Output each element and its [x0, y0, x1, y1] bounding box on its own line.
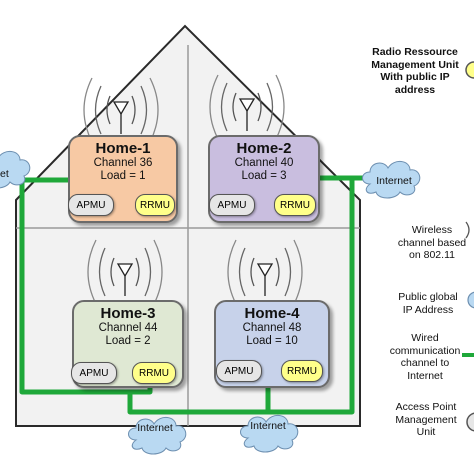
channel-label: Channel 44: [98, 322, 158, 334]
rrmu-badge: RRMU: [132, 362, 176, 384]
home-title: Home-1: [95, 140, 151, 157]
legend-apmu-description: Access Point Management Unit: [395, 401, 457, 438]
channel-label: Channel 48: [242, 322, 302, 334]
legend-wired-description: Wired communication channel to Internet: [389, 332, 461, 382]
legend-apmu-symbol-icon: [466, 412, 474, 432]
load-label: Load = 1: [100, 170, 146, 182]
home-title: Home-4: [244, 305, 300, 322]
legend-rrmu-description: Radio Ressource Management Unit With pub…: [371, 46, 459, 96]
legend-public-ip-symbol-icon: [467, 291, 474, 309]
rrmu-badge: RRMU: [281, 360, 323, 382]
antenna-icon: [227, 239, 303, 305]
channel-label: Channel 36: [93, 157, 153, 169]
legend-public-ip-description: Public global IP Address: [398, 291, 458, 316]
legend-rrmu-symbol-icon: [465, 61, 474, 79]
internet-label-left: et: [0, 168, 9, 180]
channel-label: Channel 40: [234, 157, 294, 169]
internet-label-bottom-left: Internet: [137, 422, 173, 434]
home-title: Home-2: [236, 140, 292, 157]
antenna-icon: [209, 74, 285, 140]
load-label: Load = 10: [246, 335, 298, 347]
legend-wireless-symbol-icon: [465, 221, 470, 239]
rrmu-badge: RRMU: [274, 194, 316, 216]
home-title: Home-3: [100, 305, 156, 322]
load-label: Load = 3: [241, 170, 287, 182]
antenna-icon: [87, 239, 163, 305]
apmu-badge: APMU: [209, 194, 255, 216]
apmu-badge: APMU: [68, 194, 114, 216]
rrmu-badge: RRMU: [135, 194, 175, 216]
internet-label-bottom-right: Internet: [250, 420, 286, 432]
apmu-badge: APMU: [216, 360, 262, 382]
legend-wireless-description: Wireless channel based on 802.11: [397, 224, 467, 261]
internet-label-right: Internet: [376, 175, 412, 187]
apmu-badge: APMU: [71, 362, 117, 384]
load-label: Load = 2: [105, 335, 151, 347]
